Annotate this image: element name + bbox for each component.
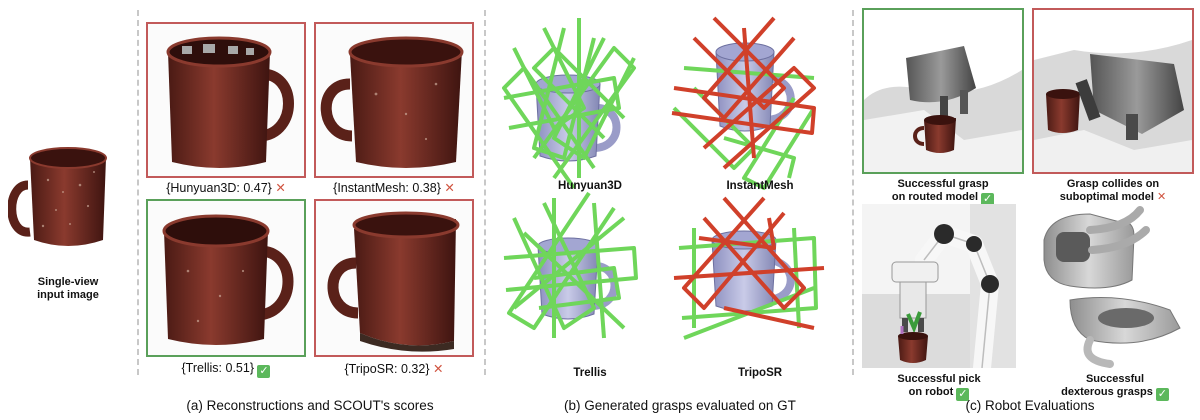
caption-triposr: {TripoSR: 0.32} ✕	[314, 361, 474, 376]
caption-trellis: {Trellis: 0.51} ✓	[146, 361, 306, 378]
check-icon: ✓	[1155, 388, 1169, 401]
caption-trellis-text: {Trellis: 0.51}	[181, 361, 255, 375]
label-hunyuan3d: Hunyuan3D	[558, 180, 622, 192]
dexterous-grasps-render	[1030, 200, 1196, 370]
caption-sim-success-line2: on routed model	[891, 191, 979, 203]
label-triposr: TripoSR	[737, 367, 783, 379]
grasps-trellis	[503, 191, 638, 339]
grasp-panel	[502, 16, 825, 340]
caption-dexterous: Successful dexterous grasps ✓	[1040, 373, 1190, 401]
caption-robot-pick-line2: on robot	[908, 386, 954, 398]
fail-x-icon: ✕	[444, 181, 455, 195]
divider-3	[852, 10, 854, 375]
caption-sim-collision-line2: suboptimal model	[1059, 191, 1154, 203]
recon-hunyuan3d	[146, 22, 306, 178]
caption-sim-success: Successful grasp on routed model ✓	[862, 178, 1024, 206]
fail-x-icon: ✕	[433, 362, 444, 376]
grasps-hunyuan3d	[502, 18, 636, 190]
caption-robot-pick: Successful pick on robot ✓	[862, 373, 1016, 401]
input-mug-image	[8, 140, 126, 255]
recon-trellis	[146, 199, 306, 357]
caption-dexterous-line2: dexterous grasps	[1061, 386, 1153, 398]
check-icon: ✓	[981, 193, 995, 206]
fail-x-icon: ✕	[275, 181, 286, 195]
fail-x-icon: ✕	[1156, 191, 1167, 203]
divider-1	[137, 10, 139, 375]
section-a-title: (a) Reconstructions and SCOUT's scores	[186, 398, 434, 413]
label-trellis: Trellis	[573, 367, 607, 379]
section-b-title: (b) Generated grasps evaluated on GT	[564, 398, 796, 413]
input-label-line1: Single-view	[37, 276, 99, 288]
caption-instantmesh-text: {InstantMesh: 0.38}	[333, 181, 441, 195]
caption-sim-collision: Grasp collides on suboptimal model ✕	[1032, 178, 1194, 204]
divider-2	[484, 10, 486, 375]
caption-triposr-text: {TripoSR: 0.32}	[344, 362, 430, 376]
caption-dexterous-line1: Successful	[1085, 373, 1145, 385]
section-c-title: (c) Robot Evaluations	[965, 398, 1095, 413]
recon-triposr	[314, 199, 474, 357]
check-icon: ✓	[257, 365, 271, 378]
sim-grasp-collision	[1032, 8, 1194, 174]
caption-sim-success-line1: Successful grasp	[897, 178, 989, 190]
input-label-line2: input image	[37, 289, 99, 301]
caption-robot-pick-line1: Successful pick	[897, 373, 981, 385]
caption-hunyuan3d-text: {Hunyuan3D: 0.47}	[166, 181, 272, 195]
check-icon: ✓	[956, 388, 970, 401]
robot-pick-photo	[862, 204, 1016, 368]
grasps-triposr	[673, 196, 825, 340]
label-instantmesh: InstantMesh	[726, 180, 794, 192]
caption-sim-collision-line1: Grasp collides on	[1066, 178, 1160, 190]
caption-instantmesh: {InstantMesh: 0.38} ✕	[314, 180, 474, 195]
sim-grasp-success	[862, 8, 1024, 174]
recon-instantmesh	[314, 22, 474, 178]
caption-hunyuan3d: {Hunyuan3D: 0.47} ✕	[146, 180, 306, 195]
grasps-instantmesh	[671, 16, 816, 190]
